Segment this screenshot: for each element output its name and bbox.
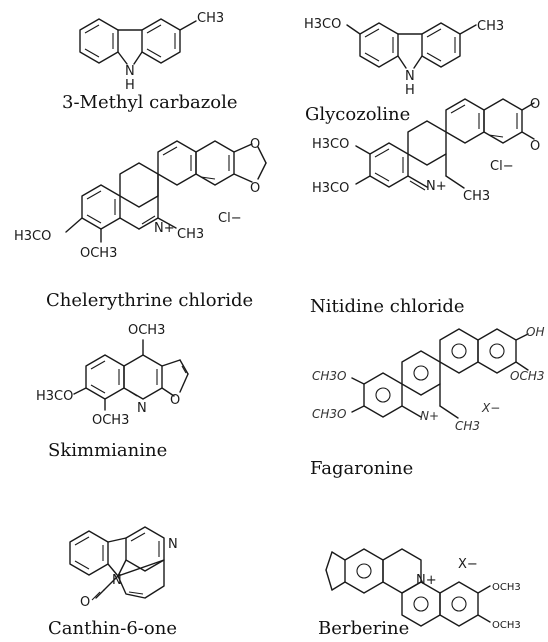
label-h: H	[405, 83, 415, 98]
caption-canthin-6-one: Canthin-6-one	[48, 618, 177, 639]
label-n: N	[137, 401, 147, 416]
label-n-plus: N+	[426, 179, 447, 194]
label-n-plus: N+	[154, 221, 175, 236]
label-o: O	[530, 139, 540, 154]
structure-canthin-6-one: N N O	[69, 526, 178, 610]
label-methoxy: H3CO	[304, 17, 341, 32]
label-n-plus: N+	[420, 409, 439, 423]
label-chloride: Cl−	[218, 211, 242, 226]
label-n-2: N	[168, 537, 178, 552]
label-methyl: CH3	[477, 19, 504, 34]
caption-glycozoline: Glycozoline	[305, 104, 410, 125]
label-n: N	[405, 69, 415, 84]
label-o: O	[530, 97, 540, 112]
label-counterion: X−	[481, 401, 500, 415]
caption-skimmianine: Skimmianine	[48, 440, 167, 461]
label-methyl: CH3	[177, 227, 204, 242]
label-methoxy-1: H3CO	[312, 137, 349, 152]
label-methoxy-2: OCH3	[80, 246, 117, 261]
caption-fagaronine: Fagaronine	[310, 458, 413, 479]
label-methoxy-2: CH3O	[312, 407, 346, 421]
structure-berberine: N+ X− OCH3 OCH3	[325, 548, 521, 631]
caption-chelerythrine-chloride: Chelerythrine chloride	[46, 290, 253, 311]
label-h: H	[125, 78, 135, 93]
label-methyl: CH3	[455, 419, 480, 433]
label-methyl: CH3	[463, 189, 490, 204]
structure-3-methyl-carbazole: N H CH3	[79, 11, 224, 93]
label-chloride: Cl−	[490, 159, 514, 174]
label-methoxy-1: H3CO	[14, 229, 51, 244]
label-o: O	[250, 181, 260, 196]
structure-skimmianine: OCH3 H3CO OCH3 N O	[36, 323, 189, 428]
structure-chelerythrine-chloride: O O N+ CH3 Cl− H3CO OCH3	[14, 137, 267, 261]
structure-nitidine-chloride: O O H3CO H3CO N+ CH3 Cl−	[312, 97, 540, 204]
label-methoxy-1: CH3O	[312, 369, 346, 383]
label-hydroxy: OH	[526, 325, 544, 339]
label-methoxy-2: OCH3	[492, 620, 521, 631]
caption-3-methyl-carbazole: 3-Methyl carbazole	[62, 92, 238, 113]
label-o: O	[170, 393, 180, 408]
label-o: O	[250, 137, 260, 152]
label-n: N	[125, 64, 135, 79]
caption-berberine: Berberine	[318, 618, 409, 639]
structure-fagaronine: CH3O CH3O OH OCH3 N+ CH3 X−	[312, 325, 544, 433]
label-methoxy-top: OCH3	[128, 323, 165, 338]
label-n-1: N	[112, 573, 122, 588]
label-o: O	[80, 595, 90, 610]
label-methyl: CH3	[197, 11, 224, 26]
label-methoxy-left: H3CO	[36, 389, 73, 404]
label-n-plus: N+	[416, 573, 437, 588]
label-methoxy-bottom: OCH3	[92, 413, 129, 428]
structure-glycozoline: H3CO CH3 N H	[304, 17, 504, 98]
label-methoxy-1: OCH3	[492, 582, 521, 593]
label-methoxy-3: OCH3	[510, 369, 544, 383]
label-counterion: X−	[458, 557, 478, 572]
caption-nitidine-chloride: Nitidine chloride	[310, 296, 465, 317]
label-methoxy-2: H3CO	[312, 181, 349, 196]
